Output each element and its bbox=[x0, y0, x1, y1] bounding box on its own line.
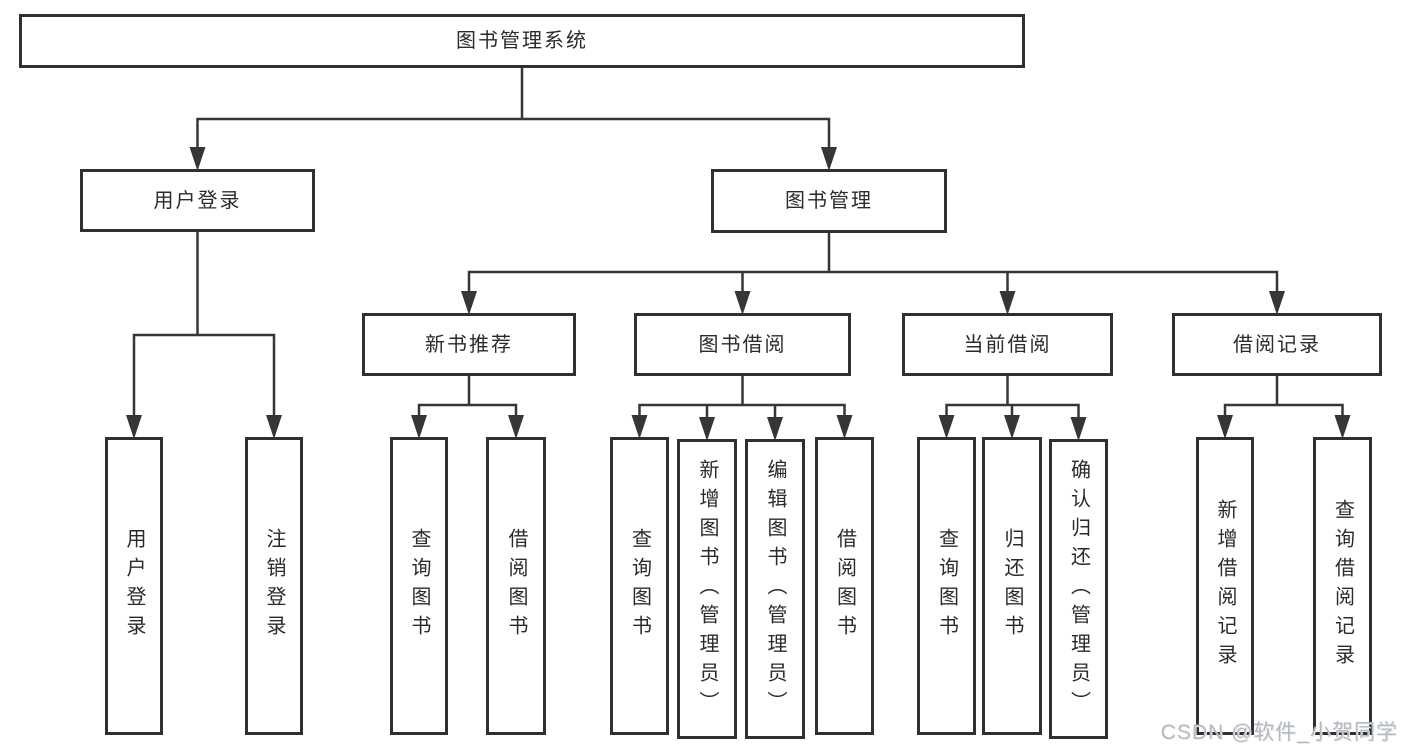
node-cb-return: 归还图书 bbox=[982, 437, 1042, 735]
watermark: CSDN @软件_小贺同学 bbox=[1160, 721, 1398, 744]
node-borrow-records: 借阅记录 bbox=[1172, 313, 1382, 376]
node-br-add: 新增借阅记录 bbox=[1196, 437, 1254, 735]
node-root: 图书管理系统 bbox=[19, 14, 1025, 68]
node-cb-confirm: 确认归还（管理员） bbox=[1049, 439, 1108, 739]
node-current-borrow: 当前借阅 bbox=[902, 313, 1113, 376]
node-user-login: 用户登录 bbox=[80, 169, 315, 232]
node-rec-borrow: 借阅图书 bbox=[486, 437, 546, 735]
node-rec-query: 查询图书 bbox=[390, 437, 448, 735]
node-book-borrow: 图书借阅 bbox=[634, 313, 851, 376]
node-bb-edit: 编辑图书（管理员） bbox=[745, 439, 805, 739]
node-cb-query: 查询图书 bbox=[917, 437, 976, 735]
node-bb-add: 新增图书（管理员） bbox=[677, 439, 737, 739]
node-new-book-rec: 新书推荐 bbox=[362, 313, 576, 376]
arrowheads bbox=[126, 147, 1351, 441]
node-bb-borrow: 借阅图书 bbox=[815, 437, 874, 735]
connector-path bbox=[132, 66, 1344, 423]
node-bb-query: 查询图书 bbox=[610, 437, 669, 735]
node-leaf-logout: 注销登录 bbox=[245, 437, 303, 735]
node-book-mgmt: 图书管理 bbox=[711, 169, 947, 233]
node-leaf-user-login: 用户登录 bbox=[105, 437, 163, 735]
node-br-query: 查询借阅记录 bbox=[1313, 437, 1372, 735]
